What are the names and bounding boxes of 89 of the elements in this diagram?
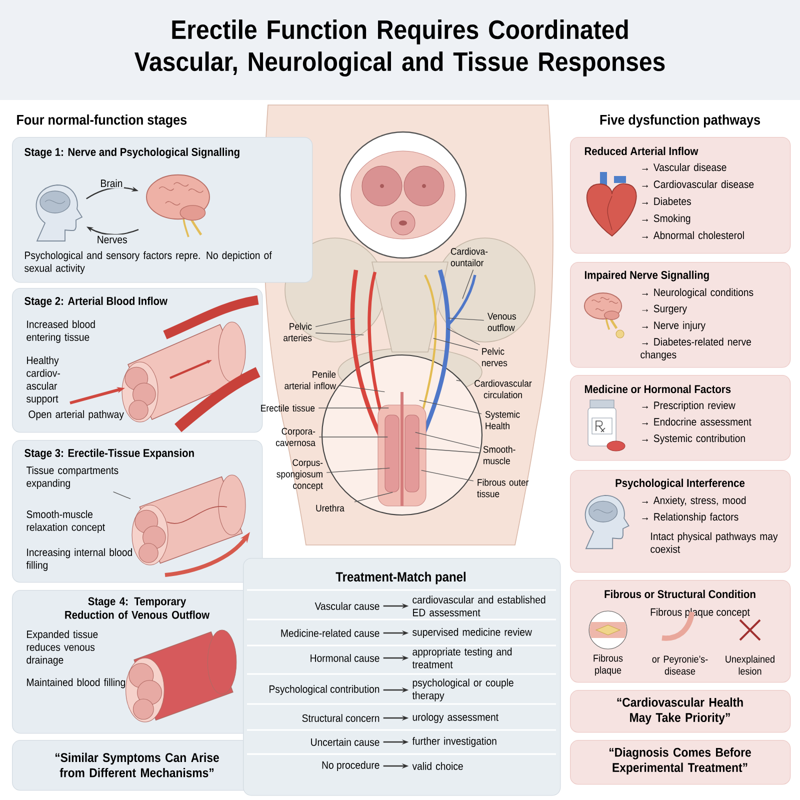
- treatment-label: supervised medicine review: [412, 628, 532, 638]
- anatomy-label: Venous outflow: [488, 312, 516, 332]
- section-heading: Four normal-function stages: [17, 114, 187, 128]
- head-icon: [36, 184, 82, 242]
- title: Erectile Function Requires Coordinated Vascular, Neurological and Tissue Responses: [134, 20, 665, 76]
- anatomy-label: Pelvic arteries: [284, 322, 312, 342]
- list-item: → Vascular disease: [642, 163, 726, 172]
- treatment-label: further investigation: [412, 737, 496, 747]
- quote-text: “Diagnosis Comes Before Experimental Treatment”: [609, 748, 751, 775]
- leader-line: [420, 470, 474, 482]
- treatment-label: valid choice: [412, 762, 463, 770]
- card-heading: Psychological Interference: [616, 478, 745, 490]
- list-item: → Abnormal cholesterol: [642, 231, 744, 240]
- leader-line: [462, 269, 474, 300]
- card-heading: Fibrous or Structural Condition: [604, 590, 756, 598]
- leader-line: [446, 328, 480, 346]
- leader-line: [339, 385, 386, 392]
- leader-line: [448, 318, 484, 321]
- anatomy-label: Cardiova- ountailor: [450, 248, 488, 266]
- table-heading: Treatment-Match panel: [336, 572, 466, 584]
- body-text: Expanded tissue reduces venous drainage: [26, 630, 98, 666]
- leader-line: [112, 491, 131, 500]
- anatomy-label: Erectile tissue: [261, 404, 315, 412]
- leader-line: [318, 436, 388, 438]
- cause-label: Psychological contribution: [270, 685, 380, 695]
- leader-line: [315, 332, 364, 336]
- leader-line: [456, 380, 462, 382]
- anatomy-label: Cardiovascular circulation: [474, 380, 532, 398]
- body-text: Healthy cardiov- ascular support: [26, 356, 60, 405]
- anatomy-label: Pelvic nerves: [482, 348, 508, 366]
- body-text: Smooth-muscle relaxation concept: [26, 510, 105, 534]
- leader-line: [415, 448, 480, 454]
- icon-caption: or Peyronie’s- disease: [652, 655, 708, 675]
- panel-heading: Stage 3: Erectile-Tissue Expansion: [24, 448, 194, 460]
- treatment-label: psychological or couple therapy: [412, 678, 514, 702]
- treatment-label: urology assessment: [412, 713, 498, 723]
- anatomy-label: Fibrous outer tissue: [477, 478, 529, 498]
- leader-line: [432, 338, 478, 350]
- anatomy-label: Systemic Health: [485, 410, 520, 430]
- list-item: → Diabetes-related nerve changes: [640, 338, 751, 361]
- leader-line: [326, 468, 390, 473]
- icon-caption: Unexplained lesion: [726, 655, 774, 675]
- brain-icon: [146, 174, 210, 238]
- icon-caption: Fibrous plaque: [594, 654, 623, 676]
- panel-heading: Stage 1: Nerve and Psychological Signalling: [24, 148, 240, 158]
- cause-label: Vascular cause: [314, 602, 380, 610]
- anatomy-label: Smooth- muscle: [483, 446, 516, 464]
- body-text: Psychological and sensory factors repre. No depiction of sexual activity: [24, 251, 272, 274]
- body-text: Increased blood entering tissue: [26, 320, 95, 344]
- cause-label: Structural concern: [302, 714, 380, 722]
- list-item: → Smoking: [642, 214, 690, 224]
- quote-text: “Cardiovascular Health May Take Priority”: [617, 698, 743, 725]
- leader-line: [414, 432, 480, 448]
- treatment-label: cardiovascular and established ED assessment: [412, 596, 546, 616]
- tissue-drawing: [132, 474, 246, 566]
- cause-label: Uncertain cause: [311, 738, 380, 746]
- list-item: → Nerve injury: [642, 321, 706, 332]
- list-item: → Cardiovascular disease: [642, 180, 754, 188]
- body-text: Intact physical pathways may coexist: [650, 532, 778, 553]
- cause-label: No procedure: [322, 761, 380, 771]
- panel-heading: Stage 2: Arterial Blood Inflow: [24, 296, 168, 308]
- panel-heading: Stage 4: Temporary Reduction of Venous Outflow: [65, 597, 210, 619]
- card-heading: Reduced Arterial Inflow: [584, 146, 698, 156]
- treatment-label: appropriate testing and treatment: [412, 648, 512, 668]
- edge-label: Nerves: [96, 234, 129, 245]
- list-item: → Diabetes: [642, 197, 691, 206]
- anatomy-label: Corpus- spongiosum concept: [276, 459, 323, 491]
- list-item: → Anxiety, stress, mood: [642, 496, 746, 506]
- cause-label: Medicine-related cause: [281, 629, 380, 637]
- leader-line: [315, 318, 356, 328]
- leader-line: [418, 400, 482, 414]
- anatomy-label: Urethra: [316, 504, 344, 512]
- leader-line: [354, 492, 394, 502]
- anatomy-label: Corpora- cavernosa: [276, 428, 316, 446]
- body-text: Increasing internal blood filling: [26, 548, 132, 572]
- body-text: Open arterial pathway: [28, 410, 124, 420]
- list-item: → Prescription review: [642, 401, 736, 412]
- quote-text: “Similar Symptoms Can Arise from Different Mechanisms”: [55, 752, 219, 778]
- anatomy-label: Penile arterial inflow: [284, 370, 336, 390]
- list-item: → Surgery: [642, 304, 688, 314]
- list-item: → Neurological conditions: [642, 288, 754, 298]
- list-item: → Relationship factors: [642, 512, 738, 523]
- callout-text: Tissue compartments expanding: [26, 466, 118, 490]
- list-item: → Endocrine assessment: [642, 418, 752, 426]
- card-heading: Impaired Nerve Signalling: [584, 270, 709, 282]
- list-item: → Systemic contribution: [642, 434, 745, 444]
- body-text: Maintained blood filling: [27, 678, 126, 688]
- card-heading: Medicine or Hormonal Factors: [584, 384, 731, 394]
- cause-label: Hormonal cause: [310, 654, 380, 662]
